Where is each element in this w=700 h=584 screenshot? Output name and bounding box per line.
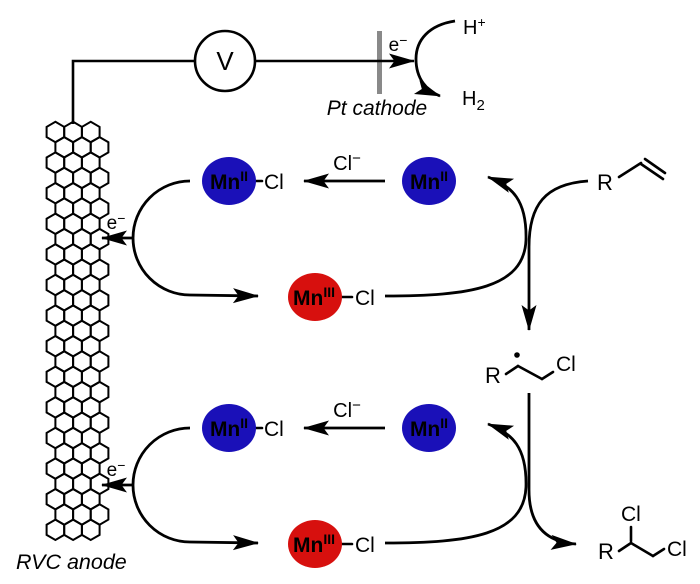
proton-reduction-arc <box>413 19 456 98</box>
cycle1-mn2-text: MnII <box>410 168 448 194</box>
dichloride-product: R Cl Cl <box>598 503 687 564</box>
wire-anode-to-voltmeter <box>71 59 196 124</box>
product-cl-right-label: Cl <box>667 538 687 561</box>
substrate-double-bond-2 <box>643 157 667 175</box>
voltmeter-label: V <box>216 46 234 76</box>
cycle2-mn2cl-circle <box>202 404 256 452</box>
catalytic-cycle-2: e− Cl− MnII Cl MnII MnIII Cl <box>101 397 528 568</box>
cycle1-mn2cl-circle <box>202 157 256 205</box>
cycle1-left-curve-arrow <box>131 179 259 304</box>
cycle2-chloride-label: Cl− <box>333 397 361 422</box>
radical-dot <box>514 352 520 358</box>
product-bond-1 <box>617 541 633 553</box>
pt-cathode-label: Pt cathode <box>327 97 427 120</box>
cycle1-mn3cl-circle <box>288 273 342 321</box>
cycle1-electron-label: e− <box>107 210 126 234</box>
cycle2-left-curve-arrow <box>131 426 259 551</box>
rvc-anode-lattice <box>45 120 110 542</box>
cycle2-mn2-text: MnII <box>410 415 448 441</box>
cycle1-mn3cl-text: MnIII <box>293 284 335 310</box>
cycle2-electron-label: e− <box>107 457 126 481</box>
hexagon-cell <box>80 518 101 542</box>
radical-bond-3 <box>540 370 555 381</box>
radical-bond-2 <box>516 364 544 381</box>
cycle1-mn2cl-cl-label: Cl <box>264 171 284 194</box>
product-r-label: R <box>598 539 614 564</box>
cycle1-mn2-circle <box>402 157 456 205</box>
cycle2-mn2cl-text: MnII <box>210 415 248 441</box>
product-bond-2 <box>629 541 655 558</box>
rvc-anode-label: RVC anode <box>16 550 127 574</box>
cycle2-mn2-circle <box>402 404 456 452</box>
radical-intermediate: R Cl <box>485 352 577 550</box>
cycle1-mn2cl-text: MnII <box>210 168 248 194</box>
radical-r-label: R <box>485 363 501 388</box>
voltmeter-circle <box>193 29 257 93</box>
hexagon-cell <box>45 518 66 542</box>
substrate-alkene: R <box>521 157 667 331</box>
radical-bond-1 <box>504 364 520 376</box>
substrate-r-label: R <box>597 170 613 195</box>
cycle2-mn3cl-cl-label: Cl <box>355 534 375 557</box>
h2-label: H2 <box>462 88 485 114</box>
cycle2-mn2cl-cl-label: Cl <box>264 418 284 441</box>
cycle1-chloride-label: Cl− <box>333 150 361 175</box>
substrate-bond <box>617 161 643 179</box>
h-plus-label: H+ <box>463 14 486 39</box>
electron-label-cathode: e− <box>389 32 408 56</box>
substrate-double-bond-1 <box>639 162 665 181</box>
substrate-to-radical-arrow <box>521 179 589 331</box>
product-cl-top-label: Cl <box>621 503 641 526</box>
cycle2-mn3cl-text: MnIII <box>293 531 335 557</box>
cycle1-right-curve-arrow <box>384 175 528 298</box>
circuit-top: V e− H+ H2 Pt cathode <box>71 14 486 124</box>
radical-cl-label: Cl <box>556 353 576 376</box>
cycle1-mn3cl-cl-label: Cl <box>355 287 375 310</box>
product-bond-cl-right <box>651 547 666 558</box>
catalytic-cycle-1: e− Cl− MnII Cl MnII MnIII Cl <box>101 150 528 321</box>
hexagon-cell <box>63 518 83 542</box>
cycle2-mn3cl-circle <box>288 520 342 568</box>
cycle2-right-curve-arrow <box>384 422 528 545</box>
radical-to-product-arrow <box>527 393 577 550</box>
